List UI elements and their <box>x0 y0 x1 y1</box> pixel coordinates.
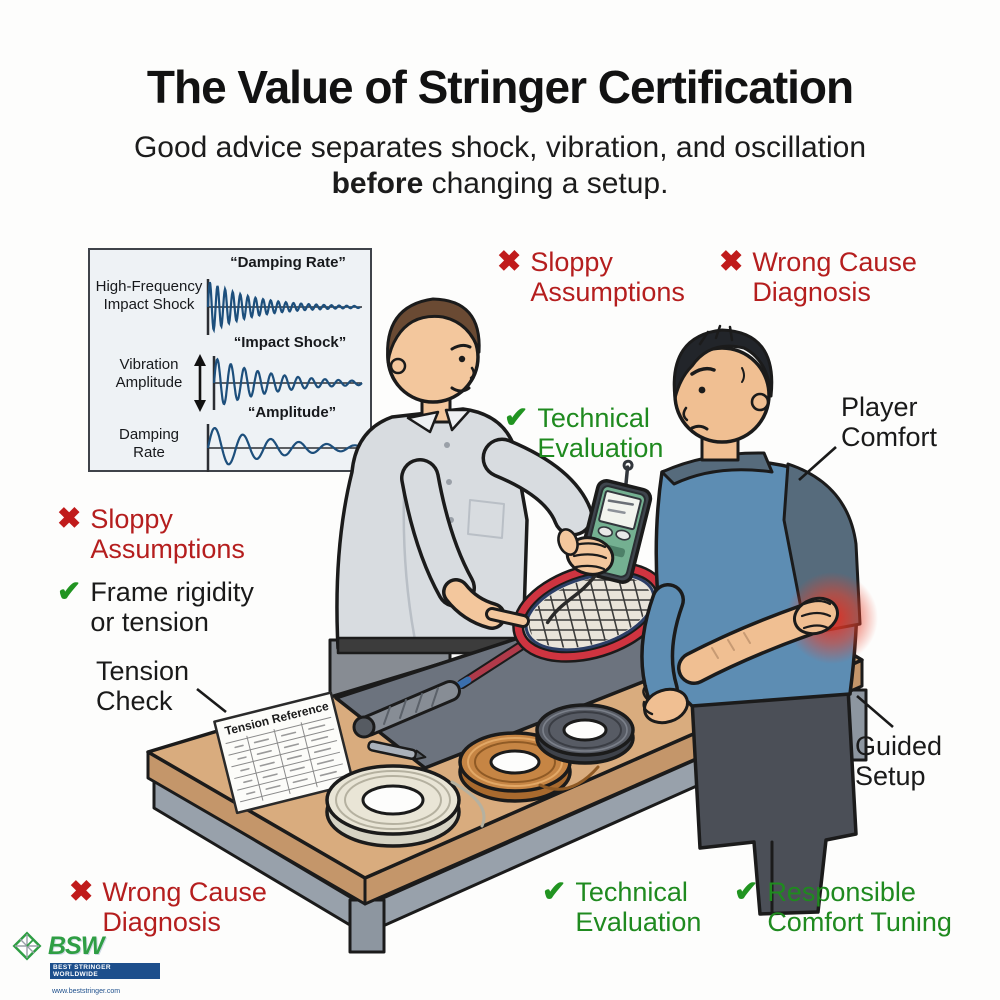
stringer-shirt-pocket <box>467 499 505 539</box>
player-reaching-hand <box>642 684 689 725</box>
check-mark-icon: ✔ <box>542 876 567 908</box>
table-leg <box>348 898 386 954</box>
stringer-pointing-arm <box>400 458 530 630</box>
x-mark-icon: ✖ <box>719 246 744 278</box>
racket-butt-cap <box>352 715 376 739</box>
player-figure <box>640 324 878 916</box>
x-mark-icon: ✖ <box>69 876 94 908</box>
bsw-diamond-icon <box>12 931 42 961</box>
x-mark-icon: ✖ <box>497 246 522 278</box>
page-title: The Value of Stringer Certification <box>146 61 854 113</box>
device-cable <box>545 573 598 625</box>
player-hair <box>672 328 774 400</box>
subtitle-bold-word: before <box>331 167 424 200</box>
amplitude-arrow <box>194 354 206 412</box>
wave-low-frequency <box>206 427 363 466</box>
inset-row1-wave-label: “Damping Rate” <box>230 254 346 271</box>
string-coil-dark <box>535 703 635 765</box>
string-coil-white <box>325 764 486 848</box>
device-button <box>615 529 631 541</box>
logo-tagline: BEST STRINGER WORLDWIDE <box>50 963 160 979</box>
stringer-hair <box>386 297 481 364</box>
waveform-chart <box>194 279 363 472</box>
player-pants <box>690 686 858 916</box>
check-mark-icon: ✔ <box>504 402 529 434</box>
check-mark-icon: ✔ <box>57 576 82 608</box>
wave-mid-frequency <box>212 357 363 406</box>
header: The Value of Stringer Certification Good… <box>0 60 1000 202</box>
guided-setup-leader-line <box>856 695 894 728</box>
stringer-hand-on-device <box>557 528 615 576</box>
pen <box>367 740 427 761</box>
logo-text: BSW <box>48 931 104 960</box>
subtitle-tail: changing a setup. <box>423 167 669 200</box>
subtitle-line1: Good advice separates shock, vibration, … <box>133 131 867 164</box>
stringer-device-arm <box>481 437 594 537</box>
inset-row3-wave-label: “Amplitude” <box>247 404 337 421</box>
tension-check-leader-line <box>196 687 227 714</box>
wave-high-frequency <box>206 281 361 334</box>
player-comfort-leader-line <box>798 446 837 481</box>
stringer-collar <box>406 408 472 434</box>
player-gripping-hand <box>793 596 839 636</box>
device-button <box>597 526 613 538</box>
inset-row2-wave-label: “Impact Shock” <box>233 334 347 351</box>
subtitle: Good advice separates shock, vibration, … <box>0 130 1000 202</box>
x-mark-icon: ✖ <box>57 503 82 535</box>
tension-reference-sheet: Tension Reference <box>213 691 355 815</box>
logo-url: www.beststringer.com <box>52 988 121 995</box>
bsw-logo: BSW BEST STRINGER WORLDWIDE www.beststri… <box>10 929 160 995</box>
subtitle-line2: before changing a setup. <box>0 166 1000 202</box>
check-mark-icon: ✔ <box>734 876 759 908</box>
